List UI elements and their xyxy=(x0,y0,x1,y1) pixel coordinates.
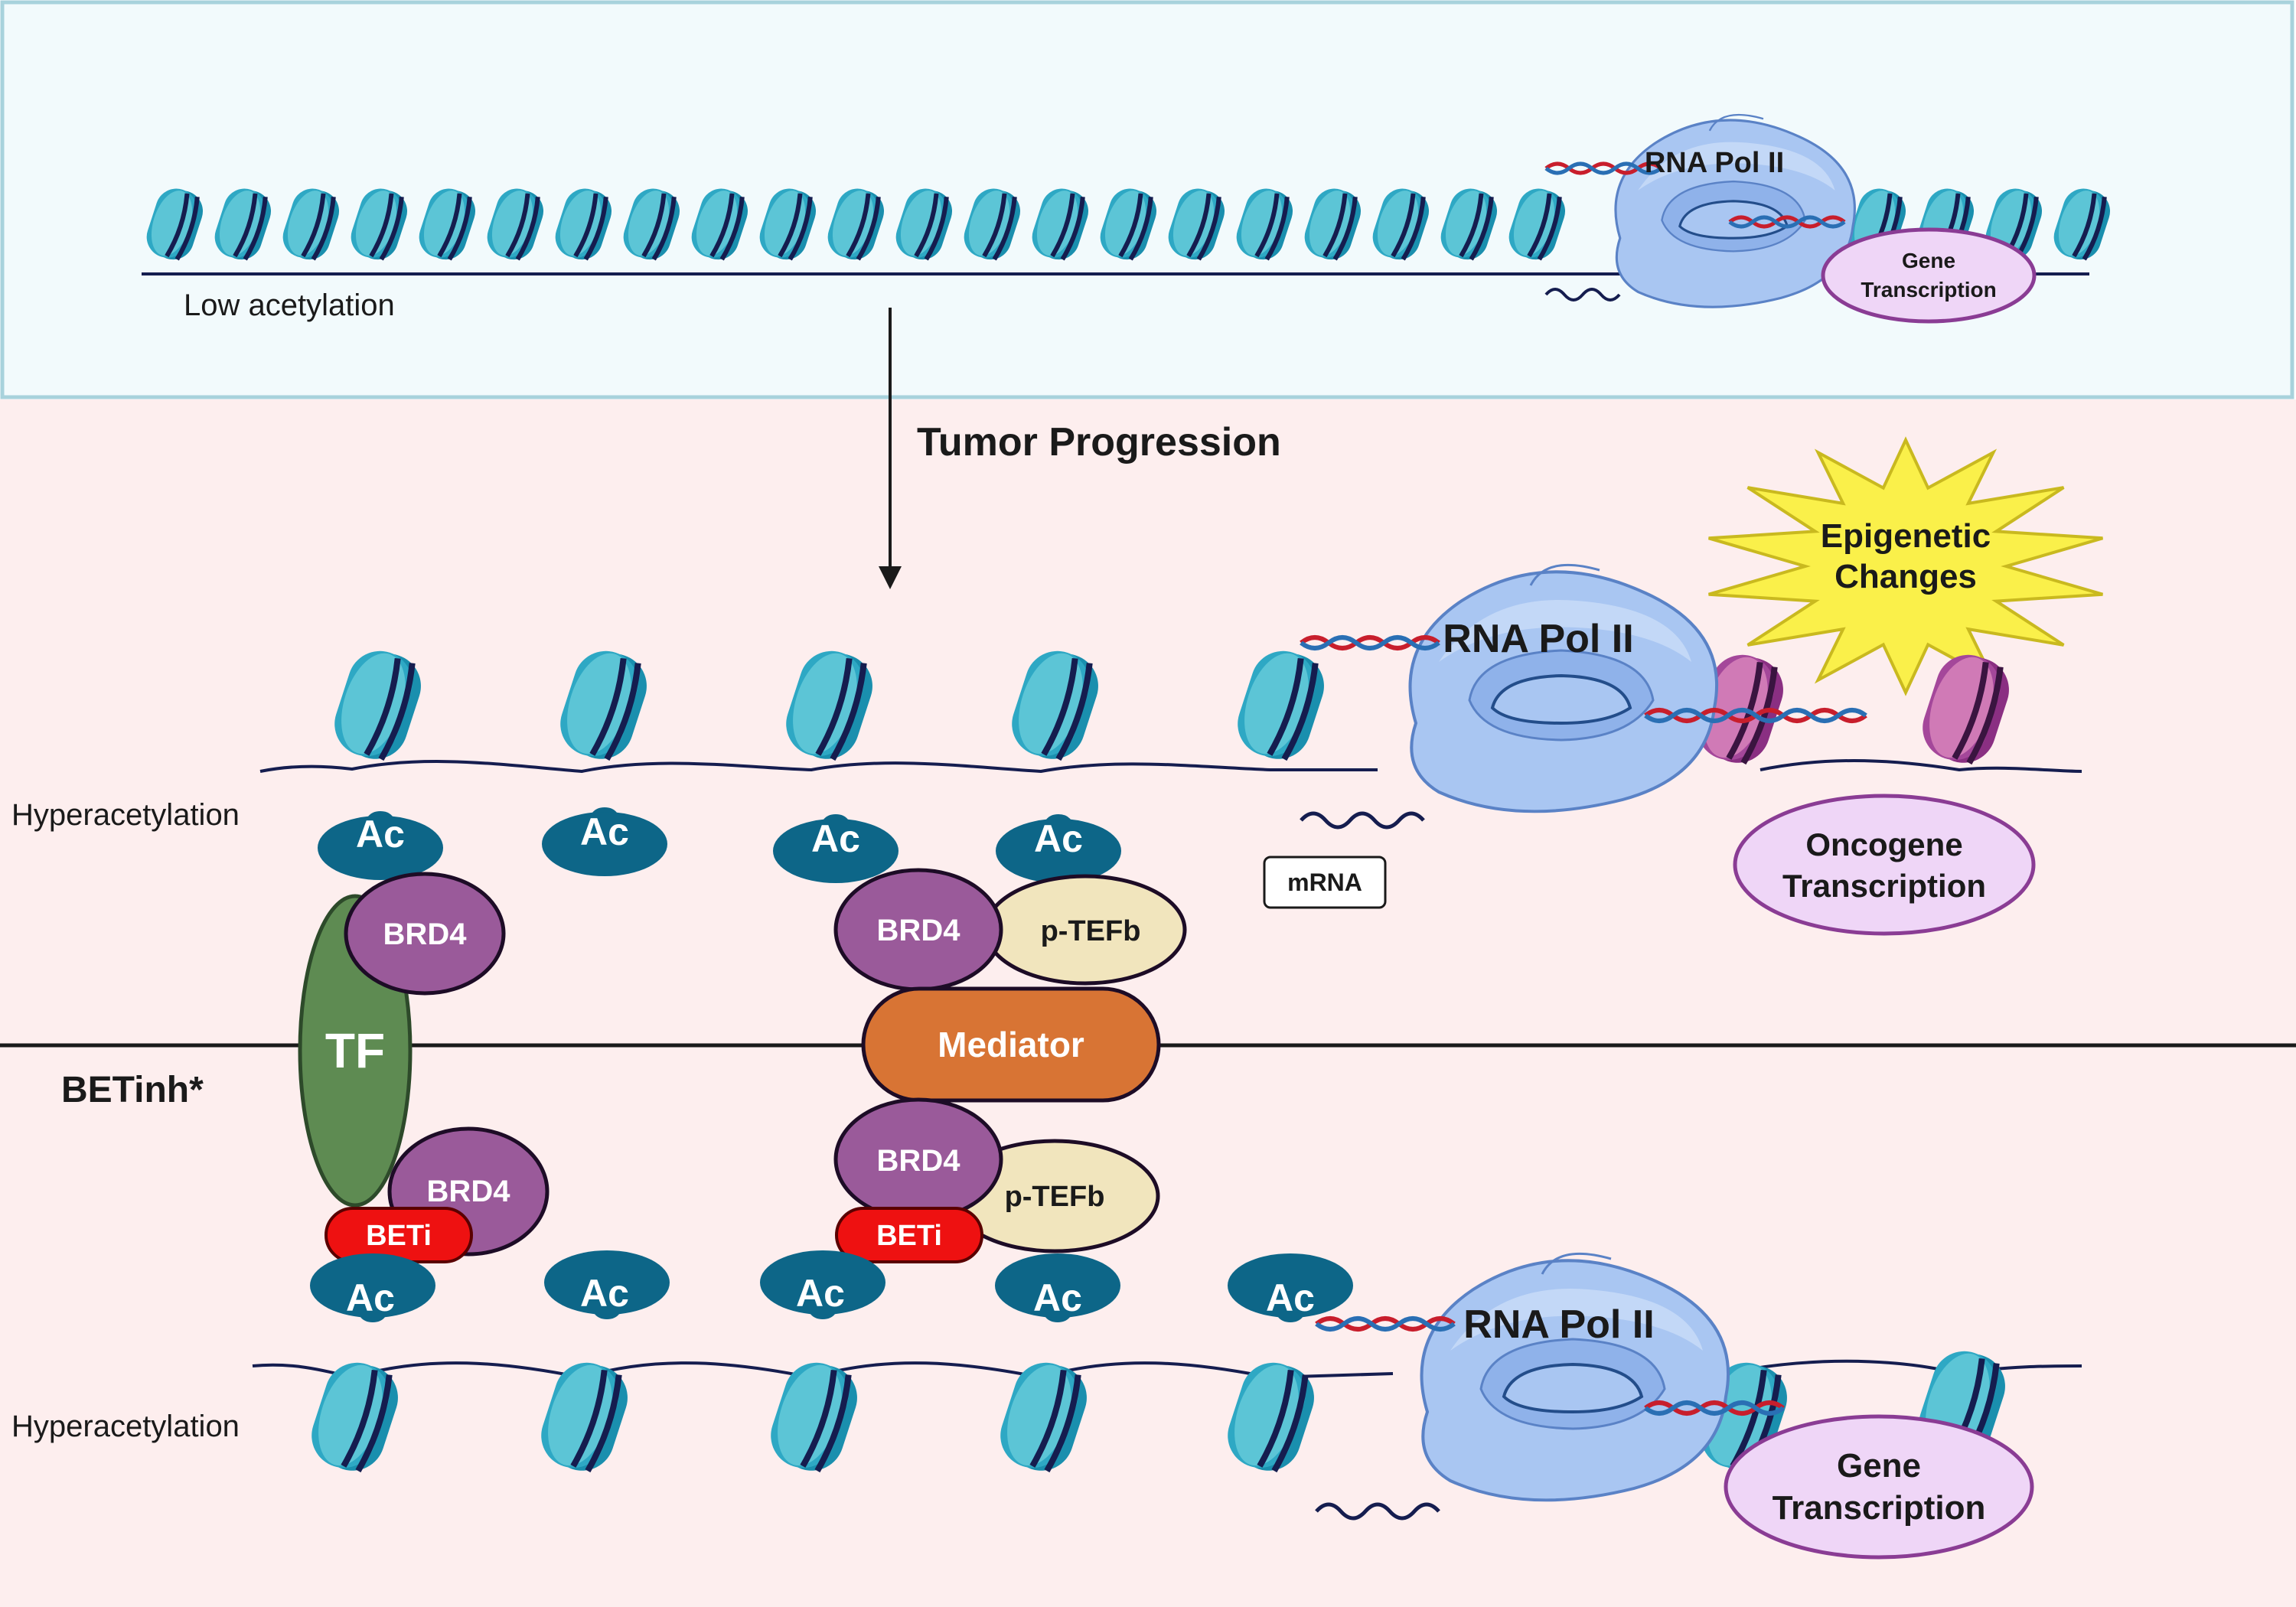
bottom-brd4-center-label: BRD4 xyxy=(877,1144,961,1178)
bottom-acetyl-label-5: Ac xyxy=(1266,1276,1315,1319)
top-dna-strand-blue xyxy=(1544,161,1846,229)
bottom-dna-strand-red xyxy=(1315,1316,1785,1416)
middle-acetyl-label-3: Ac xyxy=(811,817,860,860)
mediator-complex: Mediator xyxy=(861,986,1161,1103)
mrna-tag-label: mRNA xyxy=(1287,869,1362,896)
middle-brd4-left-label: BRD4 xyxy=(383,918,468,951)
tf-label: TF xyxy=(325,1023,385,1078)
bottom-brd4-left-label: BRD4 xyxy=(427,1175,511,1208)
top-output-line1: Gene xyxy=(1902,249,1955,272)
transition-label: Tumor Progression xyxy=(917,420,1281,464)
top-chromatin-state: Low acetylation xyxy=(184,288,395,322)
top-dna-strand-red xyxy=(1544,161,1846,229)
bottom-output-line1: Gene xyxy=(1837,1447,1921,1485)
bottom-acetyl-label-3: Ac xyxy=(796,1272,845,1315)
bottom-dna-strand-blue xyxy=(1315,1316,1785,1416)
burst-line1: Epigenetic xyxy=(1821,517,1991,555)
oncogene-output-line2: Transcription xyxy=(1782,868,1986,904)
bottom-mrna-strand xyxy=(1315,1502,1440,1521)
tumor-progression-arrow xyxy=(879,308,902,589)
middle-brd4-center-label: BRD4 xyxy=(877,914,961,947)
middle-acetyl-label-1: Ac xyxy=(356,813,405,856)
middle-chromatin-state: Hyperacetylation xyxy=(11,798,240,832)
bottom-acetyl-label-1: Ac xyxy=(346,1276,395,1319)
oncogene-output-line1: Oncogene xyxy=(1805,826,1962,862)
top-polymerase-label: RNA Pol II xyxy=(1645,147,1784,179)
mrna-tag: mRNA xyxy=(1263,856,1387,909)
bottom-beti-center-label: BETi xyxy=(876,1220,942,1252)
bottom-ptefb-label: p-TEFb xyxy=(1005,1181,1105,1213)
middle-mrna-strand xyxy=(1300,811,1425,830)
middle-dna-strand-blue xyxy=(1300,635,1867,723)
middle-acetyl-label-4: Ac xyxy=(1034,817,1083,860)
middle-ptefb: p-TEFb xyxy=(983,874,1187,986)
middle-brd4-center: BRD4 xyxy=(833,868,1003,992)
middle-polymerase-label: RNA Pol II xyxy=(1443,617,1633,661)
top-output-line2: Transcription xyxy=(1861,278,1996,302)
mediator-label: Mediator xyxy=(938,1025,1084,1064)
middle-chromatin-linker xyxy=(259,759,2082,774)
bottom-output-line2: Transcription xyxy=(1773,1489,1986,1527)
bottom-beti-center: BETi xyxy=(835,1207,983,1263)
bottom-output-bubble: Gene Transcription xyxy=(1724,1414,2034,1560)
burst-line2: Changes xyxy=(1835,558,1977,595)
bottom-beti-left-label: BETi xyxy=(366,1220,432,1252)
bottom-polymerase-label: RNA Pol II xyxy=(1463,1302,1654,1347)
epigenetic-changes-burst: Epigenetic Changes xyxy=(1708,436,2103,696)
top-mrna-strand xyxy=(1544,288,1621,302)
oncogene-output-bubble: Oncogene Transcription xyxy=(1733,794,2036,936)
bottom-chromatin-state: Hyperacetylation xyxy=(11,1410,240,1443)
middle-brd4-left: BRD4 xyxy=(344,872,506,996)
middle-ptefb-label: p-TEFb xyxy=(1041,915,1141,947)
bottom-acetyl-label-2: Ac xyxy=(580,1272,629,1315)
top-output-bubble: Gene Transcription xyxy=(1821,227,2037,324)
middle-acetyl-label-2: Ac xyxy=(580,810,629,853)
bottom-acetyl-label-4: Ac xyxy=(1033,1276,1082,1319)
bottom-brd4-center: BRD4 xyxy=(833,1097,1003,1221)
treatment-label: BETinh* xyxy=(61,1070,204,1110)
bottom-beti-left: BETi xyxy=(325,1207,473,1263)
